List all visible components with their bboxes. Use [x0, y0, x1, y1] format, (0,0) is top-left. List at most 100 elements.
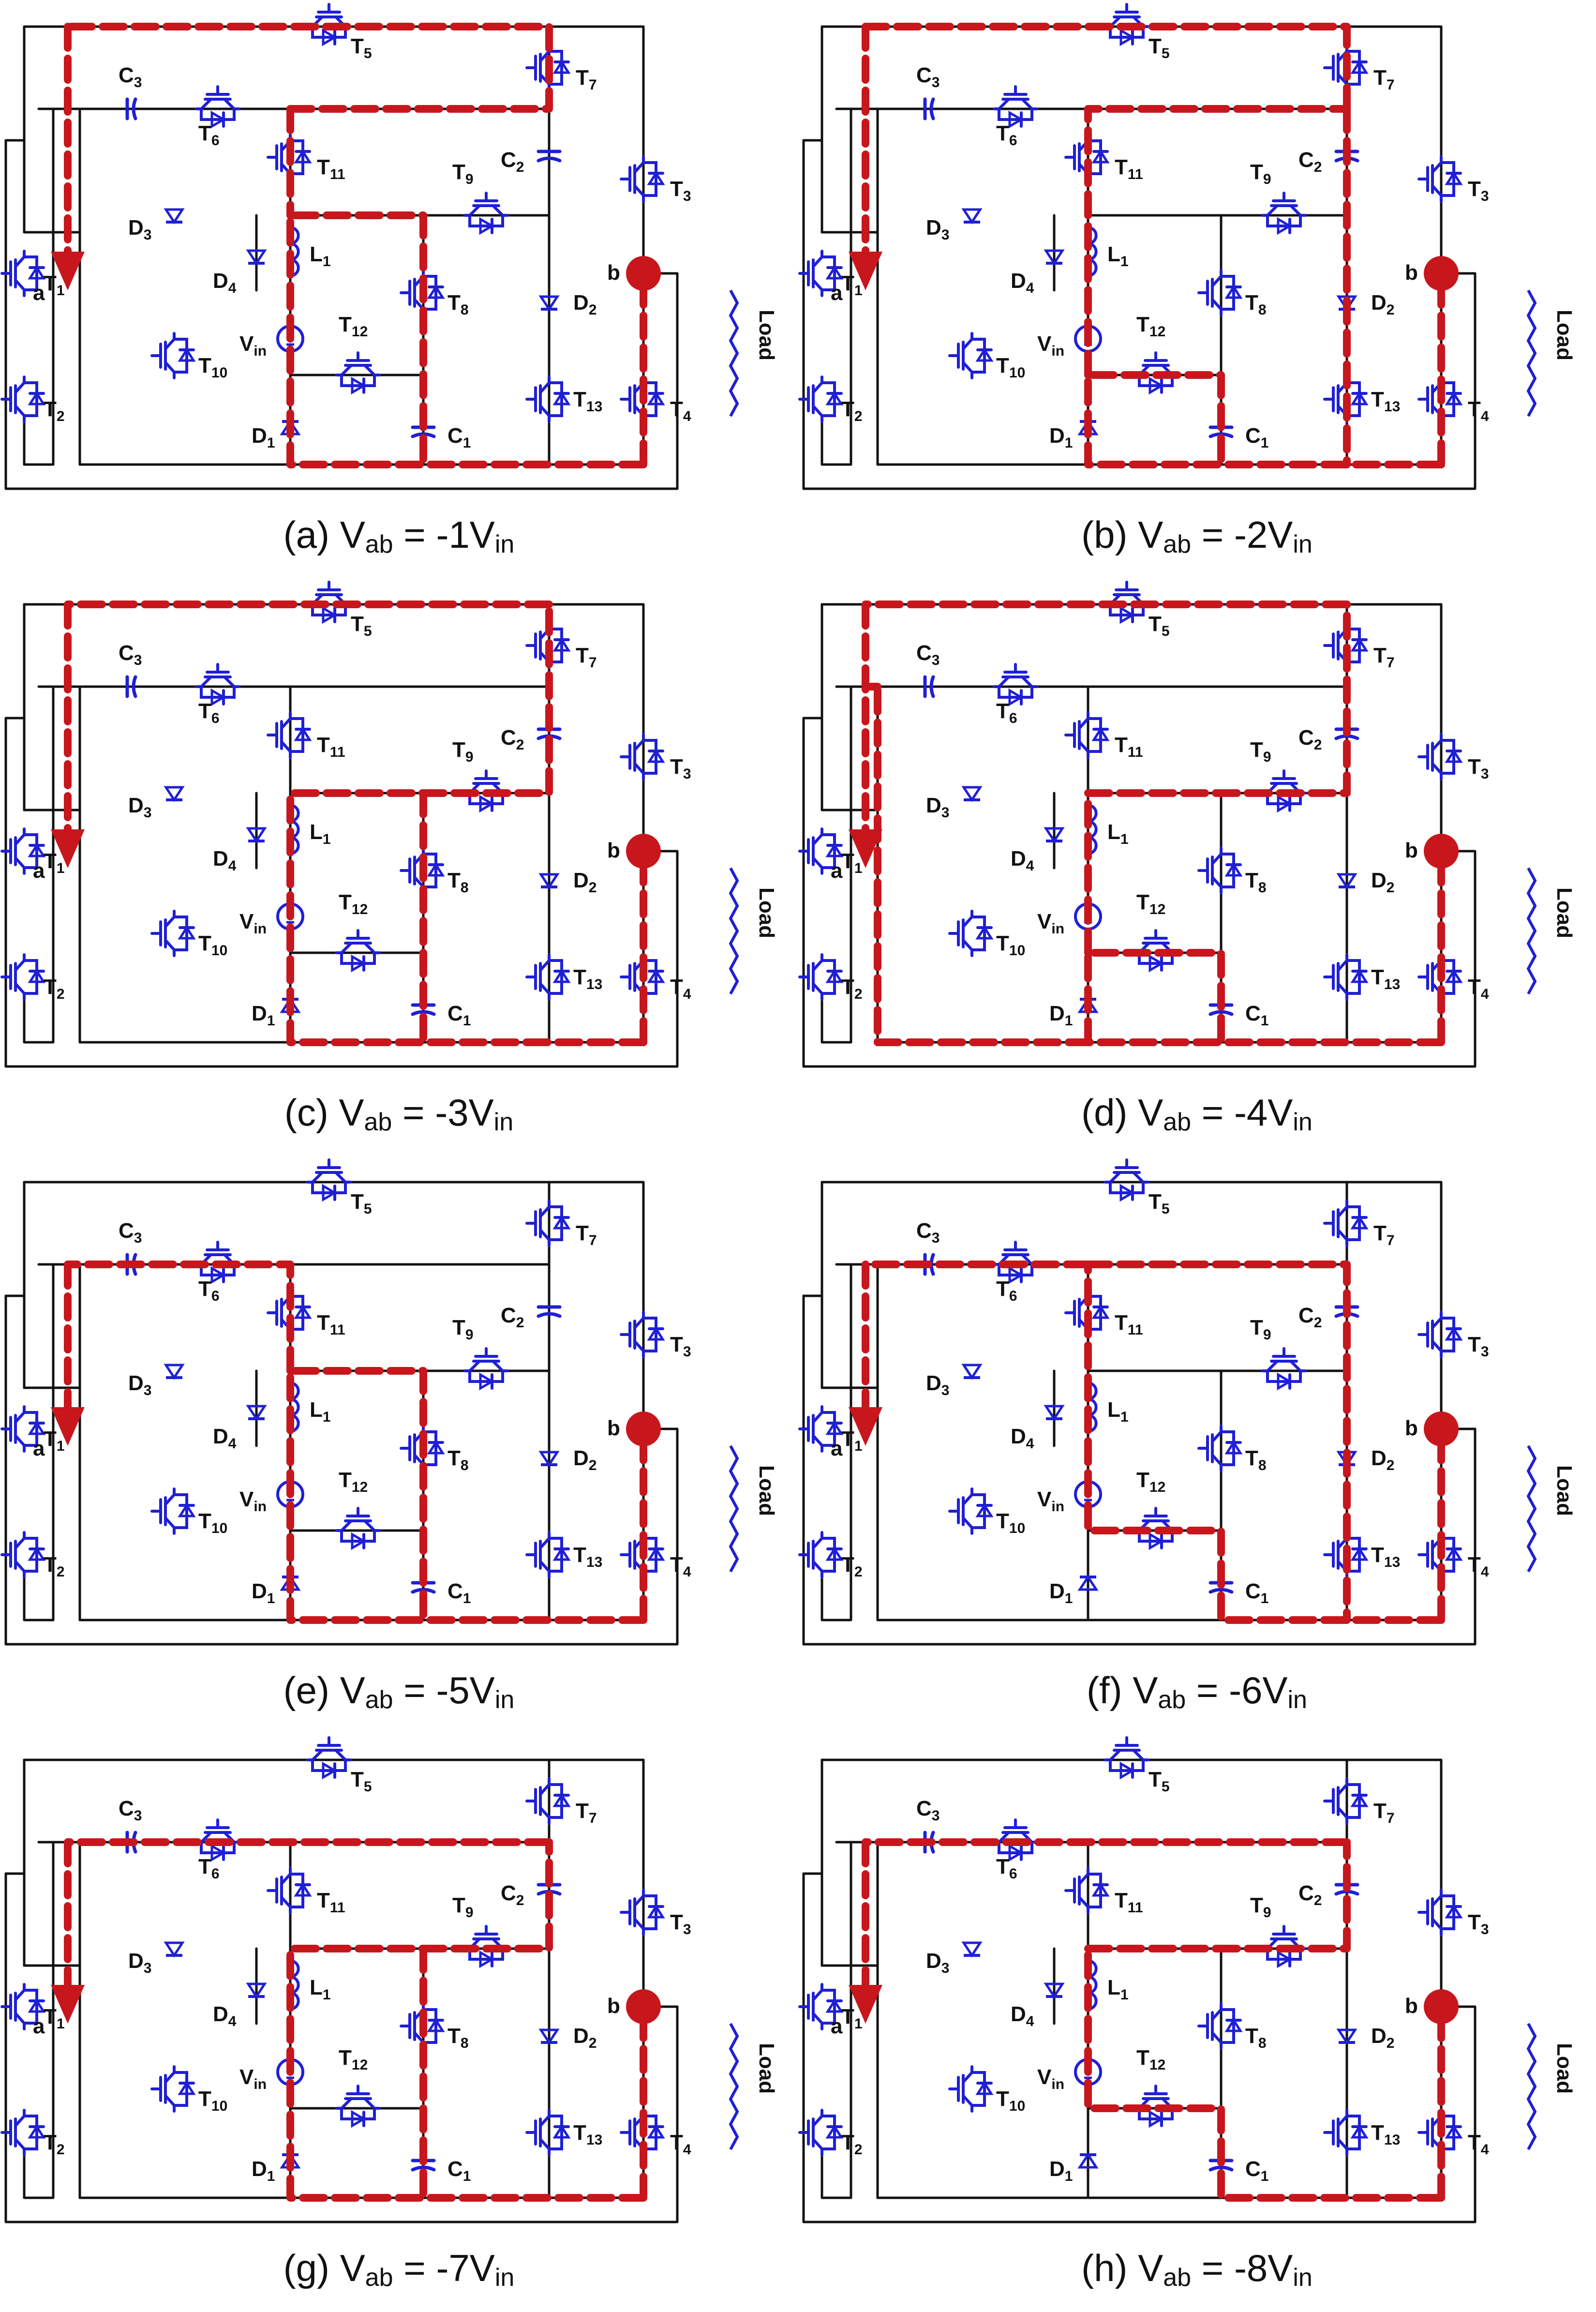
switch-t3	[1417, 1889, 1463, 1936]
inductor-l1-coil	[290, 226, 300, 277]
wire-2	[802, 139, 1477, 490]
load-coil-coil	[1526, 2023, 1537, 2150]
caption-prefix-sub: ab	[1163, 2264, 1192, 2292]
switch-t13	[1323, 2109, 1369, 2156]
label-t2-subscript: 2	[57, 1564, 65, 1580]
label-c3-letter: C	[916, 1797, 932, 1820]
switch-t13	[525, 375, 571, 423]
wire-8	[23, 107, 55, 466]
label-c2-subscript: 2	[516, 159, 524, 175]
current-direction-arrow	[51, 829, 85, 868]
label-d2-letter: D	[1371, 2024, 1387, 2048]
label-t2-subscript: 2	[57, 986, 65, 1002]
label-l1: L1	[1107, 242, 1129, 270]
label-t10-letter: T	[198, 931, 211, 955]
label-t4: T4	[670, 2131, 691, 2158]
label-t10: T10	[198, 931, 227, 959]
switch-t1-collector	[812, 1983, 823, 2001]
component-labels: T1T2T3T4T5T6T7T8T9T10T11T12T13C1C2C3D1D2…	[831, 612, 1576, 1029]
label-t5: T5	[351, 612, 372, 639]
label-vin-letter: V	[1037, 1487, 1052, 1511]
switch-t2-collector	[14, 2109, 26, 2127]
switch-t10-diode-leg	[173, 1493, 188, 1529]
label-d4-letter: D	[213, 1425, 228, 1448]
switch-t1-collector	[14, 827, 26, 846]
inductor-l1-coil	[1088, 1959, 1098, 2011]
current-path-segment-2	[64, 1261, 294, 1375]
label-t13-subscript: 13	[586, 2132, 602, 2148]
diode-d3	[164, 786, 185, 802]
node-b-dot	[1424, 1411, 1459, 1446]
switch-t9-emitter	[1289, 1360, 1307, 1372]
label-node-a: a	[33, 859, 45, 883]
label-t5-subscript: 5	[364, 45, 372, 61]
wire-8	[23, 685, 55, 1044]
switch-t8	[1197, 1425, 1243, 1472]
label-t13-letter: T	[573, 388, 586, 411]
switch-t7	[1323, 1777, 1369, 1825]
switch-t13-collector	[539, 953, 551, 972]
label-t10-subscript: 10	[211, 1520, 227, 1536]
label-t12-letter: T	[339, 2046, 352, 2070]
label-t12-letter: T	[339, 313, 352, 336]
current-path	[51, 23, 647, 468]
switch-t6-diode	[210, 110, 226, 129]
load-coil	[1526, 1445, 1537, 1573]
label-t4: T4	[1468, 397, 1489, 424]
switch-t5	[1104, 3, 1149, 46]
label-t6: T6	[198, 699, 220, 726]
label-t1-letter: T	[44, 849, 57, 873]
label-t6: T6	[198, 1855, 220, 1882]
label-t5: T5	[1149, 1190, 1170, 1217]
label-d1-subscript: 1	[267, 435, 275, 451]
switch-t2-emitter	[14, 2138, 26, 2156]
label-t4-letter: T	[1468, 2131, 1481, 2154]
label-d2-subscript: 2	[1387, 2035, 1395, 2051]
label-vin-subscript: in	[1051, 2076, 1064, 2092]
diode-d2	[538, 873, 560, 889]
label-t8-letter: T	[1245, 869, 1258, 892]
label-vin-letter: V	[239, 910, 254, 933]
label-t13-letter: T	[1371, 2121, 1384, 2145]
switch-t3-emitter	[633, 1340, 645, 1358]
label-t7-subscript: 7	[589, 77, 597, 93]
load-coil	[729, 867, 739, 995]
switch-t1-emitter	[812, 279, 823, 297]
label-t7: T7	[1373, 66, 1395, 93]
label-t2-letter: T	[841, 2131, 854, 2154]
label-t1-subscript: 1	[57, 2016, 65, 2032]
label-c1: C1	[1245, 2157, 1268, 2184]
label-l1-letter: L	[310, 1398, 323, 1422]
switch-t7-diode-leg	[1345, 628, 1361, 663]
label-t5-letter: T	[351, 34, 364, 58]
load-coil	[1526, 867, 1537, 995]
current-path	[51, 1838, 647, 2202]
label-t12-subscript: 12	[1149, 901, 1165, 917]
label-d1: D1	[252, 424, 275, 451]
current-direction-arrow	[849, 1985, 882, 2024]
switch-t1-emitter	[14, 1434, 26, 1453]
label-d4-letter: D	[213, 269, 228, 293]
label-d2: D2	[573, 1446, 597, 1473]
label-t11-subscript: 11	[1128, 166, 1143, 182]
label-c3: C3	[119, 63, 142, 90]
label-t8: T8	[1245, 291, 1267, 318]
label-t4-subscript: 4	[683, 986, 691, 1002]
capacitor-c2	[537, 1305, 562, 1318]
switch-t2-diode-leg	[820, 959, 836, 995]
panel-caption: (c) Vab = -3Vin	[0, 1088, 798, 1146]
node-b-dot	[626, 1411, 661, 1446]
label-t5-letter: T	[1149, 1190, 1162, 1214]
label-c3-letter: C	[119, 1219, 134, 1243]
switch-t8-collector	[1211, 2002, 1223, 2021]
switch-t12-diode	[1149, 954, 1164, 973]
caption-value-sub: in	[494, 1686, 515, 1714]
switch-t13-emitter	[539, 982, 551, 1001]
label-t7-subscript: 7	[589, 1232, 597, 1248]
label-d3-letter: D	[128, 1371, 144, 1395]
capacitor-c2-plate-bottom	[537, 1312, 562, 1318]
switch-t10-collector	[164, 910, 176, 928]
switch-t2	[0, 375, 46, 423]
label-t13-subscript: 13	[586, 399, 602, 415]
switch-t12-emitter	[363, 1519, 381, 1532]
